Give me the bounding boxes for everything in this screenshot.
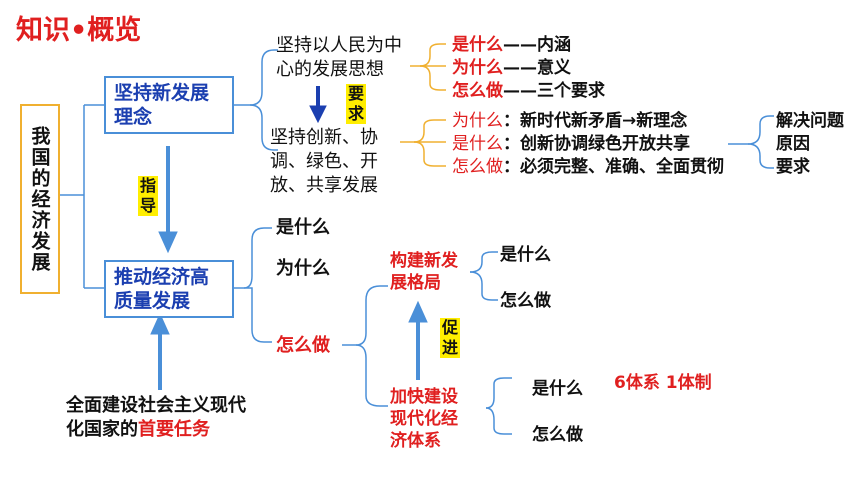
- hq-item-what: 是什么: [276, 217, 330, 238]
- new-concept-box: 坚持新发展理念: [104, 76, 234, 134]
- economy-box-label: 我国的经济发展: [28, 125, 51, 273]
- high-quality-box: 推动经济高质量发展: [104, 260, 234, 318]
- promote-label: 促进: [440, 318, 460, 358]
- system-note: 6体系 1体制: [614, 373, 712, 393]
- system-text: 加快建设现代化经济体系: [390, 387, 458, 451]
- guide-label: 指导: [138, 176, 158, 216]
- concept-text: 坚持创新、协调、绿色、开放、共享发展: [270, 127, 378, 196]
- concept-right-3: 要求: [776, 157, 810, 177]
- page-title: 知识•概览: [16, 15, 142, 46]
- concept-item-2: 是什么：创新协调绿色开放共享: [452, 134, 690, 154]
- economy-box: 我国的经济发展: [20, 104, 60, 294]
- thought-item-1: 是什么——内涵: [452, 35, 571, 55]
- concept-right-1: 解决问题: [776, 111, 844, 131]
- thought-text: 坚持以人民为中心的发展思想: [276, 35, 402, 80]
- bottom-text: 全面建设社会主义现代化国家的首要任务: [66, 395, 246, 440]
- system-item-what: 是什么: [532, 379, 583, 399]
- concept-item-3: 怎么做：必须完整、准确、全面贯彻: [452, 157, 724, 177]
- concept-item-1: 为什么：新时代新矛盾→新理念: [452, 111, 688, 131]
- thought-item-2: 为什么——意义: [452, 58, 571, 78]
- pattern-text: 构建新发展格局: [390, 251, 458, 293]
- bottom-text-emphasis: 首要任务: [138, 419, 210, 440]
- concept-right-2: 原因: [776, 134, 810, 154]
- hq-item-why: 为什么: [276, 258, 330, 279]
- pattern-item-how: 怎么做: [500, 291, 551, 311]
- system-item-how: 怎么做: [532, 425, 583, 445]
- pattern-item-what: 是什么: [500, 245, 551, 265]
- require-label: 要求: [346, 84, 366, 124]
- thought-item-3: 怎么做——三个要求: [452, 81, 605, 101]
- hq-item-how: 怎么做: [276, 335, 330, 356]
